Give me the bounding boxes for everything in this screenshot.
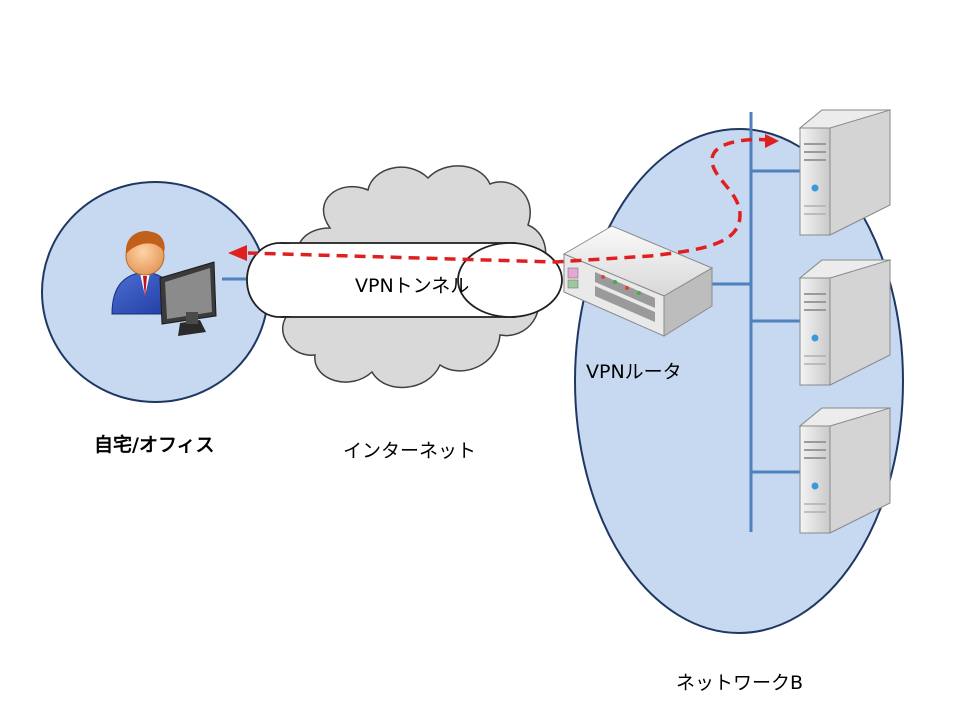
router-label: VPNルータ [586,361,682,383]
server-icon [798,259,892,386]
vpn-tunnel-label: VPNトンネル [355,275,470,297]
network-b-label: ネットワークB [676,672,804,694]
flow-arrow [228,134,779,264]
server-icon [798,109,892,236]
user-at-computer-icon [111,230,217,336]
router-icon [562,225,714,337]
home-office-label: 自宅/オフィス [94,434,215,456]
network-bus [706,112,800,532]
internet-label: インターネット [343,440,477,462]
server-icon [798,407,892,534]
